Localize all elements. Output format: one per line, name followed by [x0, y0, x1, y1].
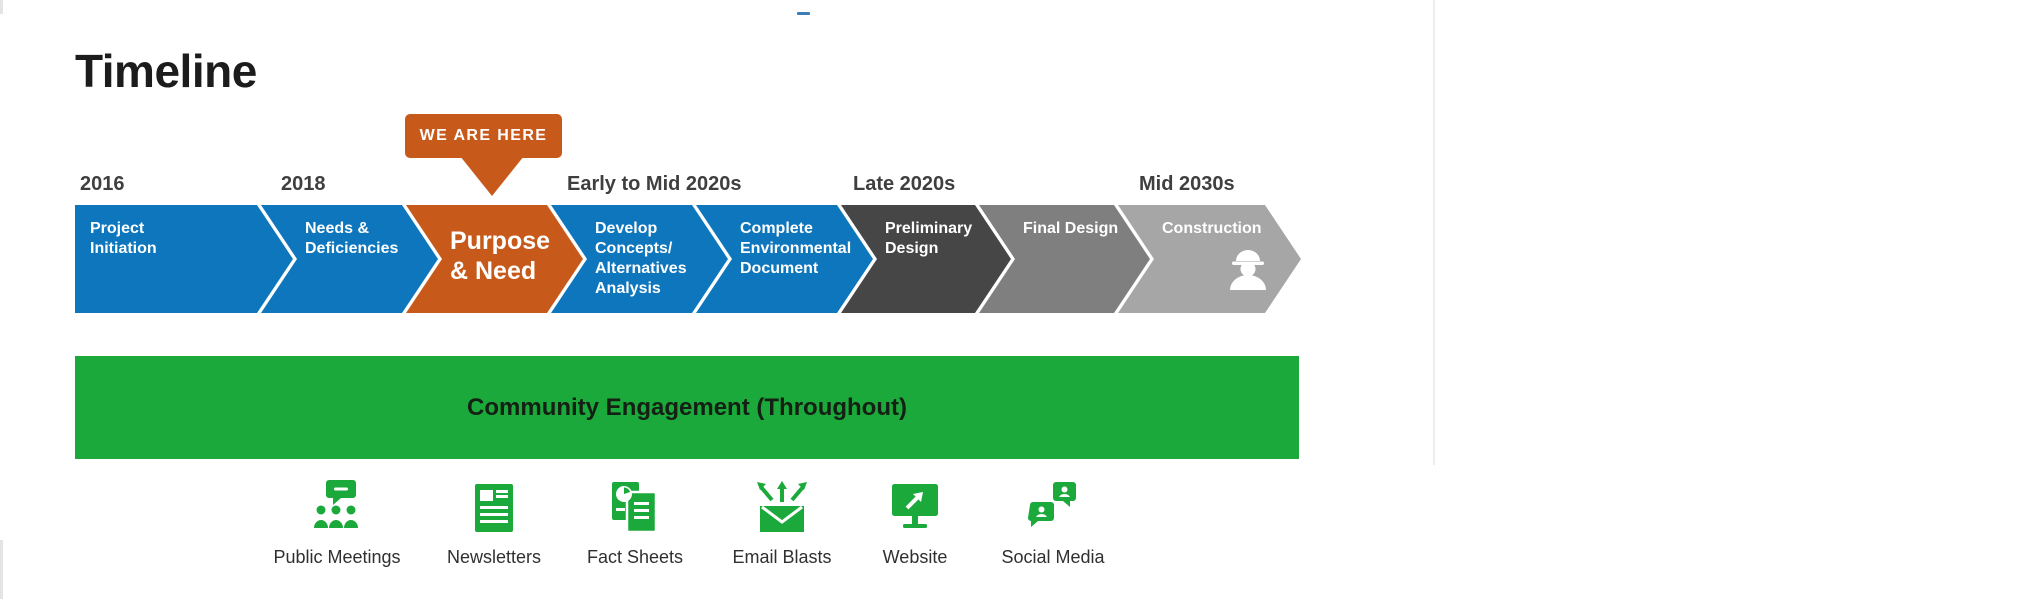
- phase-label: Develop Concepts/ Alternatives Analysis: [595, 220, 687, 297]
- channel-label: Email Blasts: [732, 547, 832, 567]
- phase-label: Purpose & Need: [450, 227, 551, 285]
- channel-website: Website: [835, 478, 995, 574]
- content-divider-line: [1433, 0, 1435, 465]
- channel-newsletters: Newsletters: [414, 478, 574, 574]
- year-label-2018: 2018: [281, 173, 326, 195]
- phase-complete-environmental-document: Complete Environmental Document: [696, 205, 873, 313]
- channel-social-media: Social Media: [973, 478, 1133, 574]
- website-icon: [835, 478, 995, 534]
- we-are-here-badge: WE ARE HERE: [405, 114, 562, 158]
- channel-label: Fact Sheets: [586, 547, 684, 567]
- channel-label: Public Meetings: [273, 547, 401, 567]
- channel-public-meetings: Public Meetings: [257, 478, 417, 574]
- community-engagement-bar: Community Engagement (Throughout): [75, 356, 1299, 459]
- email-blasts-icon: [702, 478, 862, 534]
- channel-label: Newsletters: [446, 547, 542, 567]
- phase-purpose-need-current: Purpose & Need: [406, 205, 583, 313]
- phase-label: Needs & Deficiencies: [305, 220, 399, 257]
- year-label-early-mid-2020s: Early to Mid 2020s: [567, 173, 742, 195]
- we-are-here-label: WE ARE HERE: [419, 127, 548, 144]
- channel-email-blasts: Email Blasts: [702, 478, 862, 574]
- phase-project-initiation: Project Initiation: [75, 205, 293, 313]
- page-title: Timeline: [75, 44, 257, 97]
- public-meetings-icon: [257, 478, 417, 534]
- we-are-here-pointer-icon: [460, 156, 524, 196]
- phase-chevron-band: Project Initiation Needs & Deficiencies …: [0, 205, 2035, 313]
- phase-label: Complete Environmental Document: [740, 220, 852, 277]
- phase-label: Final Design: [1023, 220, 1119, 237]
- channel-fact-sheets: Fact Sheets: [555, 478, 715, 574]
- page-edge-mark-bottom: [0, 540, 3, 599]
- page-edge-mark-top: [0, 0, 3, 14]
- channel-label: Social Media: [1001, 547, 1105, 567]
- year-label-2016: 2016: [80, 173, 125, 195]
- scroll-remnant-dash: [797, 12, 810, 15]
- phase-label: Project Initiation: [90, 220, 157, 257]
- phase-label: Preliminary Design: [885, 220, 973, 257]
- construction-worker-icon: [1226, 246, 1270, 292]
- channel-label: Website: [882, 547, 948, 567]
- year-label-mid-2030s: Mid 2030s: [1139, 173, 1235, 195]
- fact-sheets-icon: [555, 478, 715, 534]
- year-label-late-2020s: Late 2020s: [853, 173, 956, 195]
- community-engagement-title: Community Engagement (Throughout): [467, 393, 907, 421]
- social-media-icon: [973, 478, 1133, 534]
- phase-label: Construction: [1162, 220, 1262, 237]
- newsletters-icon: [414, 478, 574, 534]
